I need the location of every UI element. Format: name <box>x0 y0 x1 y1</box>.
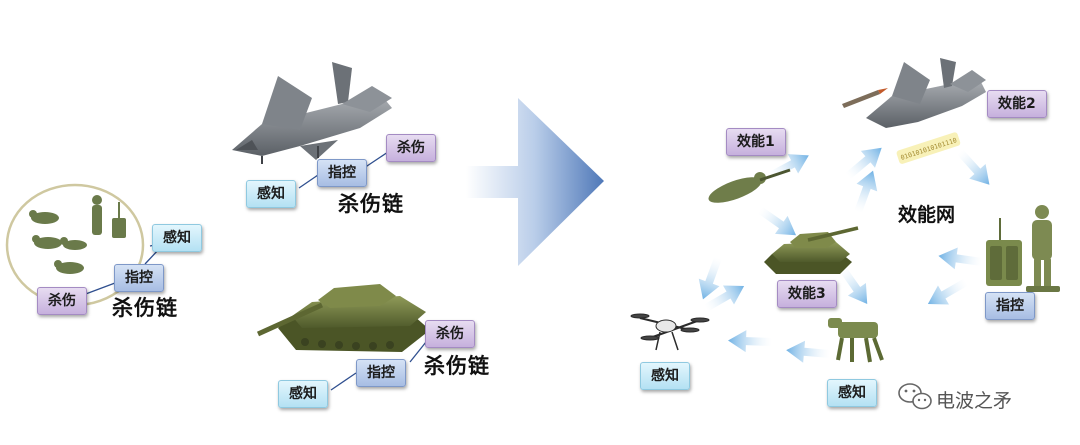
tank-kill-chain-label: 杀伤链 <box>424 354 490 378</box>
jet-kill-chain-label: 杀伤链 <box>338 192 404 216</box>
soldier-figures <box>29 195 126 274</box>
efficacy-net-title: 效能网 <box>898 204 956 226</box>
drone <box>630 313 710 351</box>
jet-kill-tag: 杀伤 <box>386 134 436 162</box>
jet-chain-connectors <box>298 151 389 189</box>
left-sense-tag: 感知 <box>152 224 202 252</box>
left-kill-tag: 杀伤 <box>37 287 87 315</box>
prone-soldier <box>708 168 791 203</box>
data-stream-strip: 010101010101110 <box>896 132 961 164</box>
watermark-text: 电波之矛 <box>936 390 1013 412</box>
network-tank <box>764 226 859 274</box>
left-control-tag: 指控 <box>114 264 164 292</box>
fighter-jet-model <box>232 62 392 164</box>
efficacy-1-tag: 效能1 <box>726 128 786 156</box>
transition-arrow <box>466 98 604 266</box>
radio-equipment <box>986 218 1022 286</box>
jet-control-tag: 指控 <box>317 159 367 187</box>
network-drone-sense-tag: 感知 <box>640 362 690 390</box>
wechat-logo-icon <box>898 383 932 410</box>
tank-model <box>256 284 430 352</box>
efficacy-3-tag: 效能3 <box>777 280 837 308</box>
network-control-tag: 指控 <box>985 292 1035 320</box>
tank-chain-connectors <box>330 341 427 391</box>
tank-kill-tag: 杀伤 <box>425 320 475 348</box>
jet-sense-tag: 感知 <box>246 180 296 208</box>
network-fighter-jet <box>842 58 986 128</box>
robot-dog <box>828 318 884 363</box>
left-kill-chain-label: 杀伤链 <box>112 296 178 320</box>
tank-sense-tag: 感知 <box>278 380 328 408</box>
standing-soldier <box>1026 205 1060 292</box>
efficacy-2-tag: 效能2 <box>987 90 1047 118</box>
network-dog-sense-tag: 感知 <box>827 379 877 407</box>
tank-control-tag: 指控 <box>356 359 406 387</box>
